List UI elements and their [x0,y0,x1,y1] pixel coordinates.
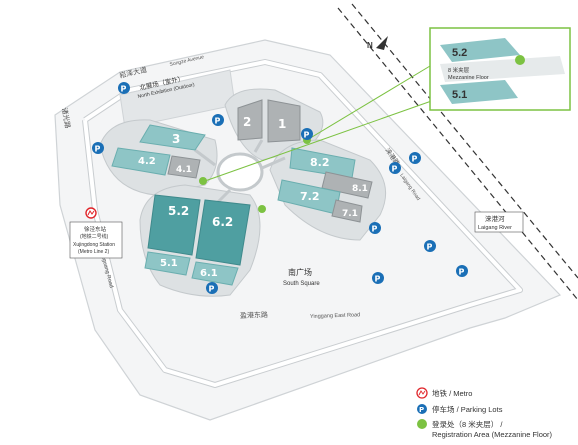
hall-5-2[interactable]: 5.2 [147,194,201,256]
svg-text:3: 3 [172,132,180,146]
road-south-cn: 盈港东路 [240,310,268,320]
svg-text:P: P [215,117,221,126]
legend-metro: 地铁 / Metro [416,387,472,399]
svg-text:1: 1 [278,117,286,131]
road-south-en: Yinggang East Road [310,312,360,320]
svg-text:P: P [95,145,101,154]
inset-leader-line-2 [204,97,441,182]
legend-registration: 登录处（8 米夹层） / Registration Area (Mezzanin… [417,419,553,439]
south-square-cn: 南广场 [288,267,312,277]
svg-text:8.1: 8.1 [352,184,368,194]
hall-4-1[interactable]: 4.1 [167,155,201,179]
svg-text:(Metro Line 2): (Metro Line 2) [78,249,109,255]
inset-leader-line [306,59,441,141]
svg-text:P: P [412,155,418,164]
hall-4-2[interactable]: 4.2 [111,147,171,176]
svg-text:停车场 / Parking Lots: 停车场 / Parking Lots [432,404,503,414]
svg-text:4.1: 4.1 [176,165,192,175]
hall-8-1[interactable]: 8.1 [321,171,373,199]
svg-text:P: P [372,225,378,234]
svg-text:6.1: 6.1 [200,268,218,279]
svg-text:涞港河: 涞港河 [485,214,505,223]
mezzanine-inset: 5.2 8 米夹层 Mezzanine Floor 5.1 [429,27,571,111]
river-label: 涞港河 Laigang River [474,211,524,233]
svg-text:Mezzanine Floor: Mezzanine Floor [448,75,489,81]
parking-icon: P [456,265,468,277]
svg-text:2: 2 [243,115,251,129]
svg-text:P: P [375,275,381,284]
registration-marker-south [258,205,266,213]
hall-7-1[interactable]: 7.1 [331,199,363,223]
svg-text:4.2: 4.2 [138,156,156,167]
svg-text:P: P [121,85,127,94]
hall-2[interactable]: 2 [237,99,263,141]
parking-markers: P P P P P P P P P P P [92,82,468,294]
south-square-en: South Square [283,281,320,287]
svg-text:地铁 / Metro: 地铁 / Metro [432,388,472,398]
svg-text:Registration Area (Mezzanine F: Registration Area (Mezzanine Floor) [432,430,553,439]
parking-icon: P [372,272,384,284]
metro-station: 徐泾东站 (地铁二号线) Xujingdong Station (Metro L… [69,207,123,259]
parking-icon: P [369,222,381,234]
svg-text:8.2: 8.2 [310,156,330,169]
parking-icon: P [118,82,130,94]
compass: N [367,36,388,50]
svg-text:P: P [427,243,433,252]
svg-text:徐泾东站: 徐泾东站 [84,225,107,233]
hall-6-1[interactable]: 6.1 [191,261,239,286]
internal-road-inner [83,60,522,387]
svg-text:P: P [419,406,424,414]
svg-text:6.2: 6.2 [212,215,233,229]
svg-text:P: P [304,131,310,140]
svg-text:5.1: 5.1 [452,89,467,101]
legend-parking: P 停车场 / Parking Lots [417,404,503,414]
hall-5-1[interactable]: 5.1 [144,251,191,276]
svg-text:Xujingdong Station: Xujingdong Station [73,242,115,248]
hall-6-2[interactable]: 6.2 [195,199,251,266]
svg-text:P: P [209,285,215,294]
svg-text:P: P [392,165,398,174]
svg-text:登录处（8 米夹层） /: 登录处（8 米夹层） / [432,419,503,429]
river-edge-west [337,7,578,301]
hall-1[interactable]: 1 [267,99,301,143]
parking-icon: P [92,142,104,154]
parking-icon: P [389,162,401,174]
parking-icon: P [301,128,313,140]
parking-icon: P [212,114,224,126]
svg-text:7.2: 7.2 [300,190,320,203]
central-plaza [216,152,264,192]
registration-marker-west [199,177,207,185]
parking-icon: P [424,240,436,252]
svg-text:5.2: 5.2 [168,204,189,218]
svg-text:Laigang River: Laigang River [478,225,512,231]
river-edge-east [351,3,578,279]
svg-text:5.1: 5.1 [160,258,178,269]
parking-icon: P [409,152,421,164]
hall-3[interactable]: 3 [139,124,206,151]
svg-text:5.2: 5.2 [452,47,467,59]
svg-text:(地铁二号线): (地铁二号线) [80,233,109,240]
svg-text:8 米夹层: 8 米夹层 [448,66,470,74]
parking-icon: P [206,282,218,294]
svg-text:7.1: 7.1 [342,209,358,219]
svg-text:P: P [459,268,465,277]
legend: 地铁 / Metro P 停车场 / Parking Lots 登录处（8 米夹… [416,387,553,439]
compass-label: N [367,41,373,50]
